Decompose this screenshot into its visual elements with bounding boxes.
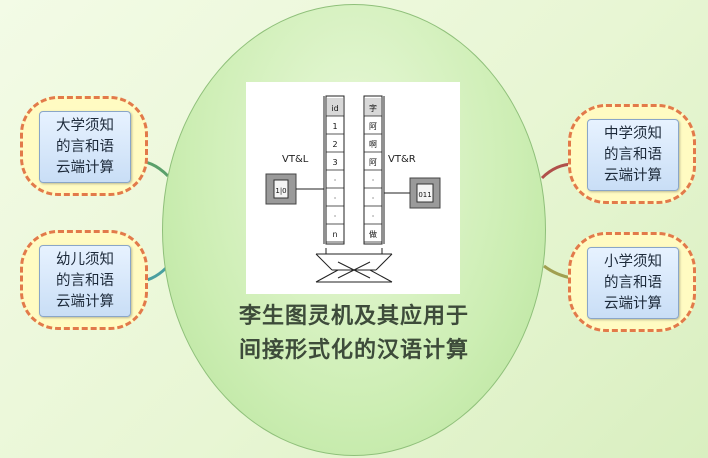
left-head-text: 1|0 (275, 187, 286, 195)
branch-label-line: 幼儿须知 (56, 251, 114, 268)
left-tape-cell-0: id (331, 104, 338, 113)
left-tape-head-cell (327, 98, 343, 116)
branch-node-middle-school-label-box: 中学须知 的言和语 云端计算 (587, 119, 679, 191)
right-tape-cell-7: 做 (369, 229, 377, 239)
branch-label-line: 大学须知 (56, 117, 114, 134)
branch-label-line: 云端计算 (604, 295, 662, 312)
branch-label-line: 中学须知 (604, 125, 662, 142)
central-title-line-2: 间接形式化的汉语计算 (238, 338, 469, 363)
branch-node-primary-school-label-box: 小学须知 的言和语 云端计算 (587, 247, 679, 319)
branch-node-university: 大学须知 的言和语 云端计算 (20, 96, 148, 196)
branch-label-line: 小学须知 (604, 253, 662, 270)
central-topic-title: 李生图灵机及其应用于 间接形式化的汉语计算 (200, 300, 508, 368)
branch-label-line: 的言和语 (604, 146, 662, 163)
central-title-line-1: 李生图灵机及其应用于 (238, 304, 469, 329)
left-tape-cell-3: 3 (332, 158, 337, 167)
right-tape-cell-3: 阿 (369, 158, 377, 167)
right-tape-cell-2: 啊 (369, 140, 377, 149)
branch-label-line: 的言和语 (604, 274, 662, 291)
left-tape-cell-6: · (334, 212, 337, 221)
right-tape-cell-6: · (372, 212, 375, 221)
machine-base (315, 248, 393, 283)
branch-node-middle-school: 中学须知 的言和语 云端计算 (568, 104, 696, 204)
right-head-text: 011 (418, 191, 431, 199)
right-tape-cell-0: 字 (369, 103, 377, 113)
left-tape-cell-1: 1 (332, 122, 337, 131)
right-tape-cell-4: · (372, 176, 375, 185)
left-tape-cells: id 1 2 3 · · · n (326, 104, 344, 243)
left-tape-cell-5: · (334, 194, 337, 203)
branch-label-line: 的言和语 (56, 138, 114, 155)
left-machine-label: VT&L (282, 154, 309, 165)
branch-label-line: 云端计算 (604, 167, 662, 184)
right-head-display (416, 183, 434, 203)
left-tape-cell-2: 2 (332, 140, 337, 149)
branch-label-line: 云端计算 (56, 293, 114, 310)
left-tape-cell-4: · (334, 176, 337, 185)
right-tape-cell-5: · (372, 194, 375, 203)
left-head-display (273, 179, 289, 199)
branch-node-university-label-box: 大学须知 的言和语 云端计算 (39, 111, 131, 183)
branch-label-line: 云端计算 (56, 159, 114, 176)
right-tape-head-cell (365, 98, 381, 116)
branch-label-line: 的言和语 (56, 272, 114, 289)
branch-node-kindergarten: 幼儿须知 的言和语 云端计算 (20, 230, 148, 330)
right-tape-cell-1: 阿 (369, 122, 377, 131)
branch-node-primary-school: 小学须知 的言和语 云端计算 (568, 232, 696, 332)
right-machine-label: VT&R (388, 154, 416, 165)
left-tape-cell-7: n (332, 230, 337, 239)
branch-node-kindergarten-label-box: 幼儿须知 的言和语 云端计算 (39, 245, 131, 317)
